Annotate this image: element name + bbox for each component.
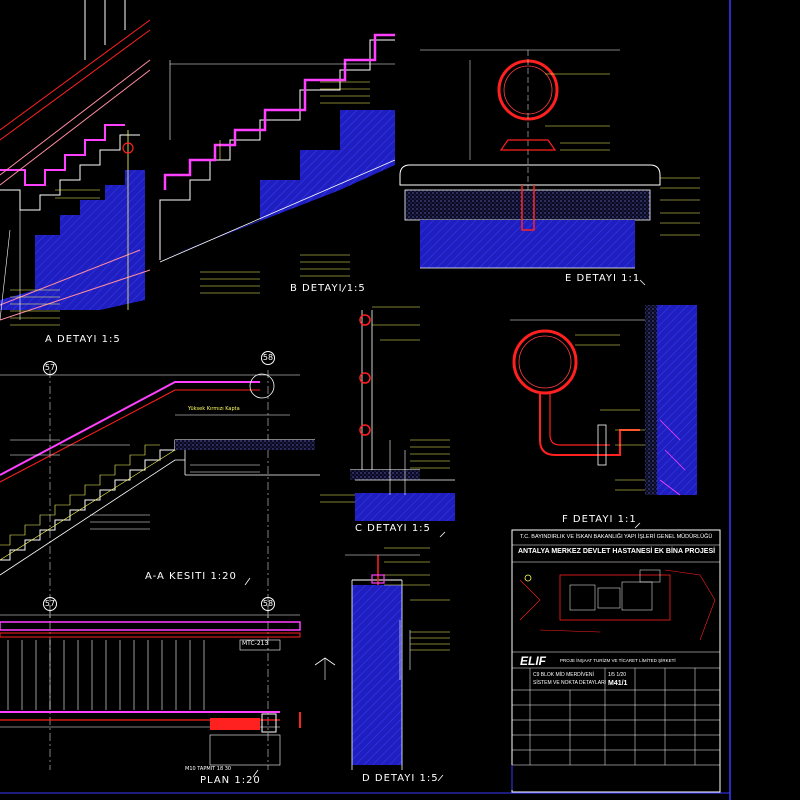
sheet-frame xyxy=(0,0,731,800)
view-label-d: D DETAYI 1:5 xyxy=(362,773,439,784)
view-label-plan: PLAN 1:20 xyxy=(200,775,261,786)
contractor-name: PROJE İNŞAAT TURİZM VE TİCARET LİMİTED Ş… xyxy=(560,658,676,663)
view-label-b: B DETAYI 1:5 xyxy=(290,283,366,294)
title-block-frame xyxy=(511,529,721,793)
axis-bubble-58-plan: 58 xyxy=(261,597,275,611)
view-label-f: F DETAYI 1:1 xyxy=(562,514,637,525)
plan-note: M10 TAPMIT 18 30 xyxy=(185,766,232,772)
section-aa-drawing xyxy=(0,370,320,620)
view-label-a: A DETAYI 1:5 xyxy=(45,334,121,345)
sheet-number: M41/1 xyxy=(608,680,628,687)
detail-d-drawing xyxy=(345,547,450,782)
detail-b-drawing xyxy=(159,33,396,294)
section-annotation: Yüksek Kırmızı Kapta xyxy=(188,406,240,412)
sheet-scale: 1/5 1/20 xyxy=(608,672,627,678)
view-label-e: E DETAYI 1:1 xyxy=(565,273,641,284)
contractor-logo: ELIF xyxy=(520,654,546,668)
plan-drawing xyxy=(0,605,336,778)
sheet-title-2: SİSTEM VE NOKTA DETAYLARI xyxy=(533,680,607,686)
axis-bubble-57-plan: 57 xyxy=(43,597,57,611)
view-label-c: C DETAYI 1:5 xyxy=(355,523,431,534)
view-label-section: A-A KESITI 1:20 xyxy=(145,571,237,582)
detail-f-drawing xyxy=(510,305,697,529)
site-plan-thumbnail xyxy=(519,569,716,641)
axis-bubble-57-section: 57 xyxy=(43,361,57,375)
detail-e-drawing xyxy=(399,49,700,286)
plan-tag: MTC-213 xyxy=(242,640,269,647)
sheet-title-1: C9 BLOK MİD MERDİVENİ xyxy=(533,672,594,678)
title-block-ministry: T.C. BAYINDIRLIK VE İSKAN BAKANLIĞI YAPI… xyxy=(520,534,713,540)
detail-a-drawing xyxy=(0,0,151,326)
axis-bubble-58-section: 58 xyxy=(261,351,275,365)
title-block-project: ANTALYA MERKEZ DEVLET HASTANESİ EK BİNA … xyxy=(518,548,716,555)
detail-c-drawing xyxy=(320,306,455,538)
